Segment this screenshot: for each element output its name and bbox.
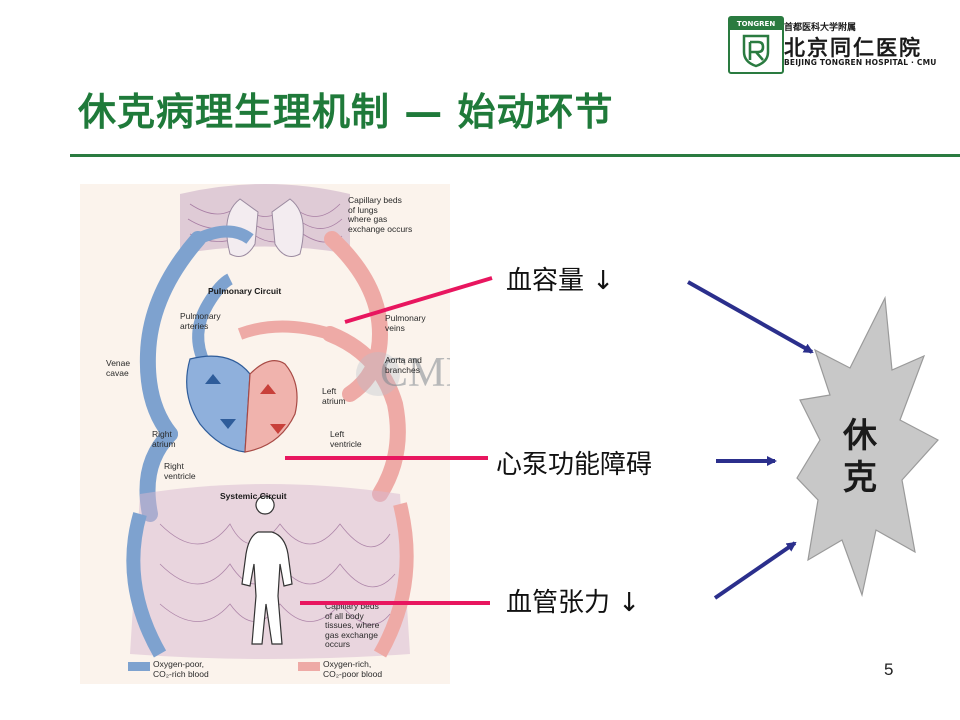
label-systemic-circuit: Systemic Circuit [220,491,287,501]
arrow-vascular-tone-to-shock [713,541,797,600]
circulation-figure: CMIT Capillary beds of lungs where gas e… [80,184,450,684]
logo-badge-text: TONGREN [730,18,782,30]
arrow-blood-volume-to-shock [687,280,814,354]
legend-oxygen-rich: Oxygen-rich, CO₂-poor blood [323,659,383,679]
label-venae-cavae: Venae cavae [106,358,131,378]
shock-label: 休克 [820,415,900,499]
label-capillary-lungs: Capillary beds of lungs where gas exchan… [348,195,413,234]
shock-label-char: 休 [843,416,877,456]
mechanism-vascular-tone: 血管张力 ↓ [506,588,641,618]
pointer-line-blood-volume [344,276,493,324]
label-pulmonary-circuit: Pulmonary Circuit [208,286,282,296]
logo-emblem-icon [742,34,770,68]
logo-badge: TONGREN [728,16,784,74]
svg-text:CMIT: CMIT [380,350,450,396]
label-left-ventricle: Left ventricle [330,429,362,449]
mechanism-cardiac-dysfunction: 心泵功能障碍 [496,450,653,480]
mechanism-blood-volume: 血容量 ↓ [506,266,615,296]
cmit-watermark-icon: CMIT [356,350,450,396]
page-number: 5 [884,660,894,679]
label-capillary-body: Capillary beds of all body tissues, wher… [325,601,380,649]
legend-oxygen-poor: Oxygen-poor, CO₂-rich blood [153,659,209,679]
label-right-atrium: Right atrium [152,429,176,449]
hospital-logo: TONGREN 首都医科大学附属 北京同仁医院 BEIJING TONGREN … [728,16,958,74]
slide-title: 休克病理生理机制 — 始动环节 [78,90,614,134]
label-right-ventricle: Right ventricle [164,461,196,481]
circulation-diagram [126,184,414,671]
shock-label-char: 克 [843,458,877,498]
label-left-atrium: Left atrium [322,386,346,406]
label-aorta: Aorta and branches [385,355,422,375]
logo-university: 首都医科大学附属 [784,23,857,33]
label-pulmonary-veins: Pulmonary veins [385,313,426,333]
label-pulmonary-arteries: Pulmonary arteries [180,311,221,331]
logo-hospital-english: BEIJING TONGREN HOSPITAL · CMU [784,58,937,67]
logo-hospital-name: 北京同仁医院 [784,36,922,60]
shock-burst-shape [796,295,939,598]
title-divider [70,154,960,157]
